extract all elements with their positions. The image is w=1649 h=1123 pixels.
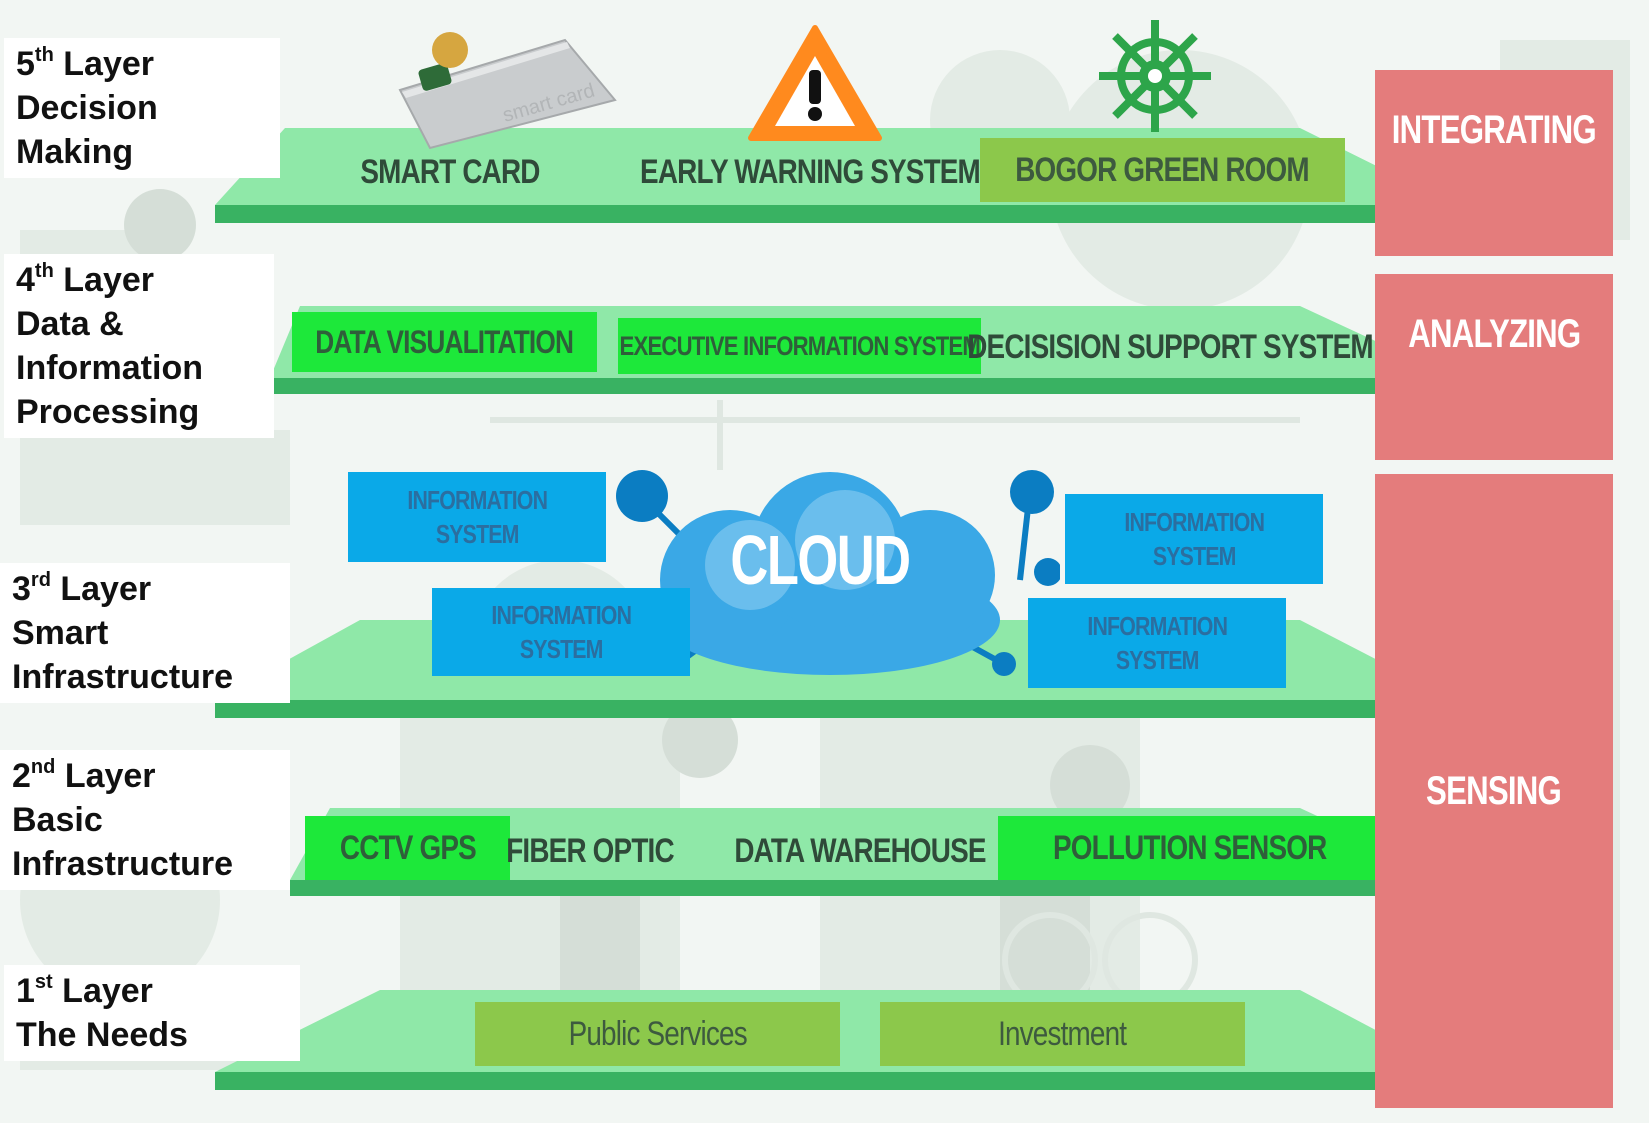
cloud-label: CLOUD bbox=[730, 521, 911, 599]
ship-wheel-icon bbox=[1099, 20, 1211, 132]
public-services-box: Public Services bbox=[475, 1002, 840, 1066]
layer4-label: 4th Layer Data & Information Processing bbox=[4, 254, 274, 438]
cloud-icon bbox=[616, 470, 1060, 676]
sensing-bar: SENSING bbox=[1375, 474, 1613, 1108]
layer1-label: 1st Layer The Needs bbox=[4, 965, 300, 1061]
pollution-sensor-box: POLLUTION SENSOR bbox=[998, 816, 1381, 880]
executive-information-system-box: EXECUTIVE INFORMATION SYSTEM bbox=[618, 318, 981, 374]
data-visualitation-box: DATA VISUALITATION bbox=[292, 312, 597, 372]
layer3-label: 3rd Layer Smart Infrastructure bbox=[0, 563, 290, 703]
cctv-gps-box: CCTV GPS bbox=[305, 816, 510, 880]
early-warning-label: EARLY WARNING SYSTEM bbox=[640, 152, 981, 191]
data-warehouse-label: DATA WAREHOUSE bbox=[734, 831, 986, 870]
smart-card-label: SMART CARD bbox=[360, 152, 540, 191]
bogor-green-room-box: BOGOR GREEN ROOM bbox=[980, 138, 1345, 202]
warning-icon bbox=[748, 25, 882, 141]
decision-support-system-label: DECISISION SUPPORT SYSTEM bbox=[967, 327, 1373, 366]
fiber-optic-label: FIBER OPTIC bbox=[506, 831, 674, 870]
smart-card-icon: smart card bbox=[398, 32, 617, 150]
integrating-bar: INTEGRATING bbox=[1375, 70, 1613, 256]
layer2-label: 2nd Layer Basic Infrastructure bbox=[0, 750, 290, 890]
investment-box: Investment bbox=[880, 1002, 1245, 1066]
layer5-label: 5th Layer Decision Making bbox=[4, 38, 280, 178]
analyzing-bar: ANALYZING bbox=[1375, 274, 1613, 460]
